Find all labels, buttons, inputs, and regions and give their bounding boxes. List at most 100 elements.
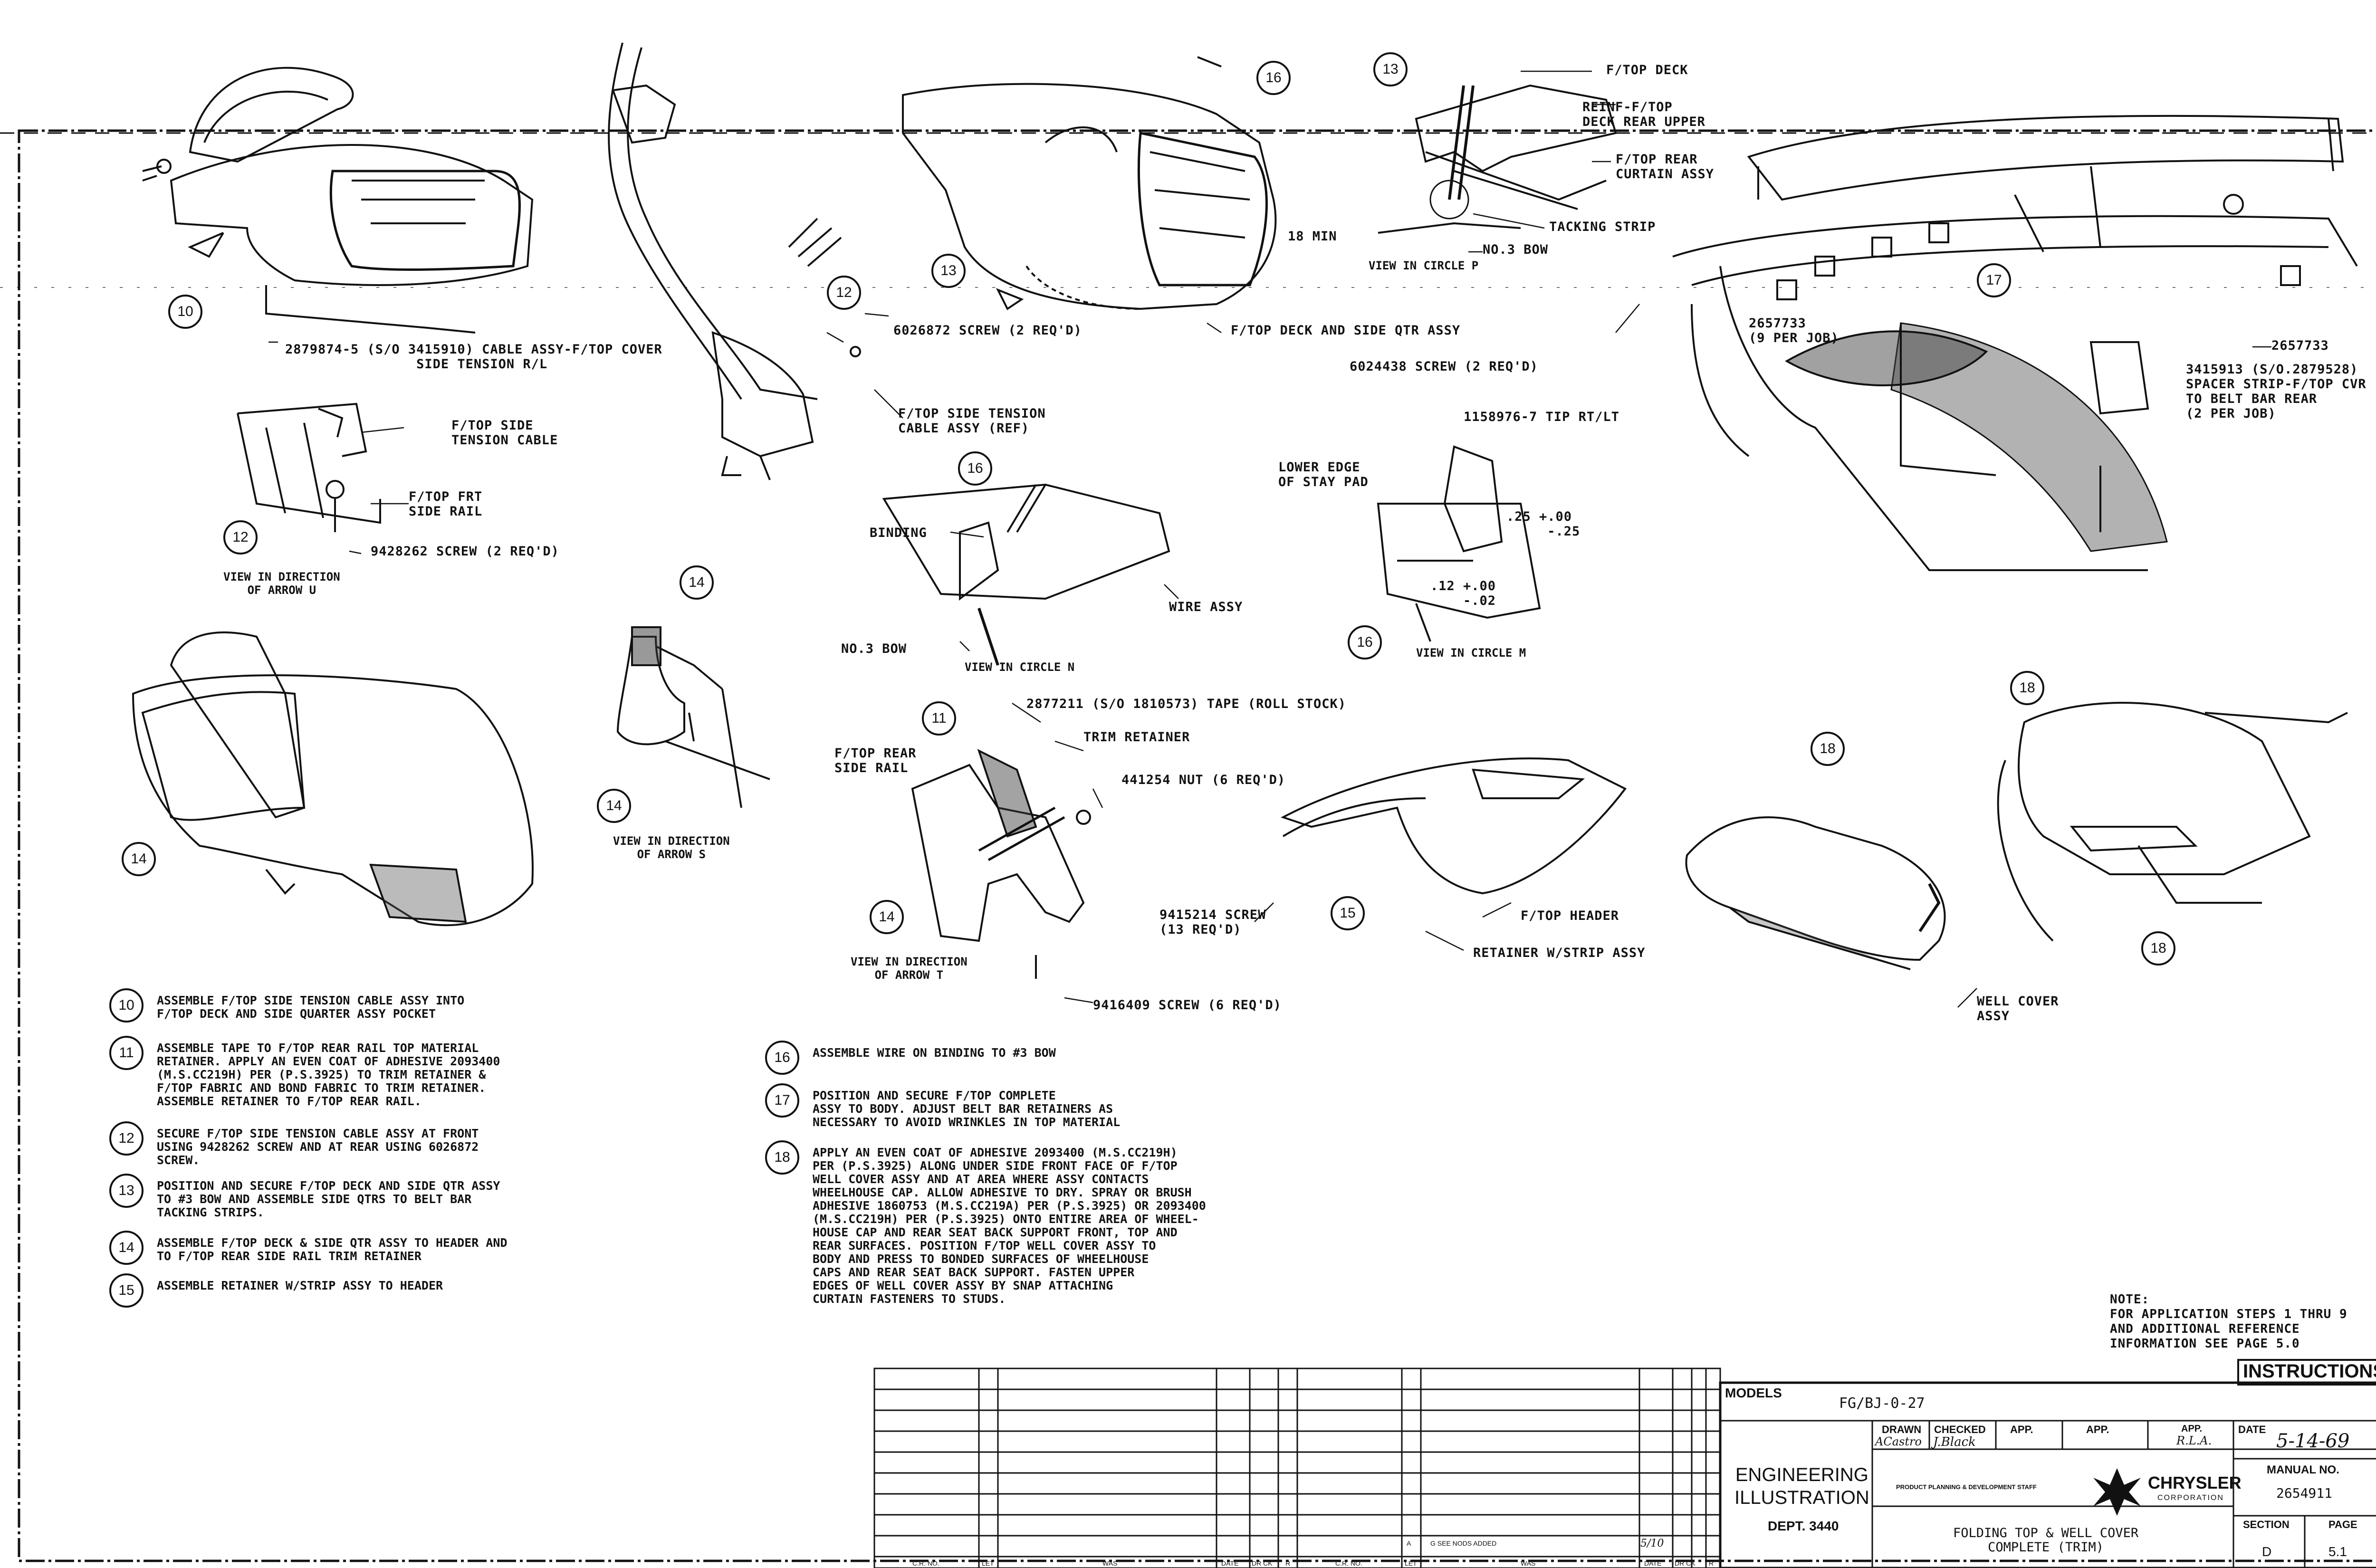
circle-m-stay-pad-drawing: [1377, 445, 1541, 642]
app-label-3: APP.: [2181, 1424, 2203, 1434]
circle-n-binding-drawing: [882, 483, 1170, 666]
callout-12: 12: [827, 276, 861, 310]
callout-15: 15: [1331, 896, 1365, 930]
col-drck: DR CK: [1252, 1559, 1273, 1567]
step-text: ASSEMBLE RETAINER W/STRIP ASSY TO HEADER: [157, 1279, 443, 1292]
callout-18: 18: [1811, 732, 1845, 766]
folding-top-overview-drawing: [142, 67, 534, 334]
step-number: 17: [765, 1083, 799, 1118]
callout-11: 11: [922, 701, 956, 736]
label-no3-bow-n: NO.3 BOW: [841, 641, 907, 656]
label-well-cover: WELL COVER ASSY: [1977, 994, 2059, 1023]
label-side-tension-cable-assy: F/TOP SIDE TENSION CABLE ASSY (REF): [898, 406, 1046, 436]
leader-lines: [268, 70, 2271, 1008]
app-value-3: R.L.A.: [2176, 1434, 2212, 1447]
callout-13: 13: [1373, 52, 1408, 86]
label-frt-side-rail: F/TOP FRT SIDE RAIL: [409, 489, 483, 519]
section-label: SECTION: [2243, 1519, 2290, 1530]
side-tension-cable-drawing: [608, 42, 861, 480]
caption-view-m: VIEW IN CIRCLE M: [1416, 646, 1526, 660]
label-screw-9415214: 9415214 SCREW (13 REQ'D): [1159, 908, 1266, 937]
label-cable-assy: 2879874-5 (S/O 3415910) CABLE ASSY-F/TOP…: [285, 342, 662, 372]
dept-label: DEPT. 3440: [1768, 1519, 1839, 1533]
label-strip-2657733-a: 2657733 (9 PER JOB): [1749, 316, 1839, 345]
col-r: R: [1285, 1559, 1291, 1567]
caption-view-n: VIEW IN CIRCLE N: [965, 660, 1075, 674]
label-lower-edge: LOWER EDGE OF STAY PAD: [1278, 460, 1369, 489]
step-number: 11: [109, 1036, 144, 1070]
callout-16: 16: [1256, 61, 1291, 95]
col-let-2: LET: [1405, 1559, 1417, 1567]
date-value: 5-14-69: [2276, 1430, 2350, 1452]
step-number: 16: [765, 1041, 799, 1075]
step-number: 12: [109, 1121, 144, 1156]
page-label: PAGE: [2328, 1519, 2357, 1530]
callout-14: 14: [680, 565, 714, 600]
label-binding: BINDING: [870, 526, 927, 540]
callout-14: 14: [870, 900, 904, 934]
caption-view-t: VIEW IN DIRECTION OF ARROW T: [851, 955, 968, 982]
header-retainer-drawing: [1280, 757, 1627, 895]
date-label: DATE: [2238, 1424, 2266, 1435]
label-tacking-strip: TACKING STRIP: [1549, 220, 1656, 234]
revision-text: G SEE NODS ADDED: [1430, 1539, 1497, 1547]
label-reinf: REINF-F/TOP DECK REAR UPPER: [1582, 100, 1705, 129]
callout-18: 18: [2141, 931, 2175, 966]
revision-letter: A: [1407, 1539, 1411, 1547]
step-text: ASSEMBLE F/TOP DECK & SIDE QTR ASSY TO H…: [157, 1236, 508, 1263]
caption-view-p: VIEW IN CIRCLE P: [1369, 259, 1479, 272]
col-let: LET: [982, 1559, 994, 1567]
label-screw-9428262: 9428262 SCREW (2 REQ'D): [371, 544, 559, 559]
col-was: WAS: [1102, 1559, 1118, 1567]
checked-label: CHECKED: [1934, 1424, 1986, 1435]
manual-label: MANUAL NO.: [2267, 1463, 2339, 1476]
step-text: ASSEMBLE TAPE TO F/TOP REAR RAIL TOP MAT…: [157, 1041, 500, 1108]
label-side-tension-cable: F/TOP SIDE TENSION CABLE: [451, 418, 558, 448]
step-text: APPLY AN EVEN COAT OF ADHESIVE 2093400 (…: [813, 1146, 1206, 1306]
col-cr-no-2: C.R. NO.: [1335, 1559, 1362, 1567]
step-number: 18: [765, 1140, 799, 1175]
instructions-heading: INSTRUCTIONS: [2243, 1361, 2376, 1382]
label-wire-assy: WIRE ASSY: [1169, 600, 1243, 614]
label-screw-9416409: 9416409 SCREW (6 REQ'D): [1093, 998, 1282, 1013]
view-s-rail-drawing: [616, 626, 770, 808]
step-text: POSITION AND SECURE F/TOP COMPLETE ASSY …: [813, 1089, 1121, 1129]
chrysler-corporation: CORPORATION: [2157, 1494, 2224, 1502]
label-f-top-deck: F/TOP DECK: [1606, 63, 1688, 77]
step-text: POSITION AND SECURE F/TOP DECK AND SIDE …: [157, 1179, 500, 1219]
label-nut-441254: 441254 NUT (6 REQ'D): [1121, 773, 1286, 787]
col-drck-2: DR CK: [1675, 1559, 1696, 1567]
models-value: FG/BJ-0-27: [1839, 1395, 1925, 1412]
step-text: ASSEMBLE F/TOP SIDE TENSION CABLE ASSY I…: [157, 994, 465, 1021]
view-u-bracket-drawing: [237, 402, 381, 532]
body-rear-belt-bar-drawing: [1672, 115, 2358, 571]
wheelhouse-well-cover-drawing: [1997, 702, 2348, 942]
col-date: DATE: [1221, 1559, 1239, 1567]
callout-18: 18: [2010, 671, 2044, 705]
checked-value: J.Black: [1933, 1435, 1976, 1449]
step-text: ASSEMBLE WIRE ON BINDING TO #3 BOW: [813, 1046, 1056, 1060]
drawing-title: FOLDING TOP & WELL COVER COMPLETE (TRIM): [1953, 1526, 2139, 1555]
step-number: 10: [109, 988, 144, 1023]
well-cover-assy-drawing: [1685, 816, 1946, 970]
label-deck-side-qtr: F/TOP DECK AND SIDE QTR ASSY: [1231, 323, 1461, 338]
callout-13: 13: [931, 254, 966, 288]
models-label: MODELS: [1725, 1386, 1782, 1400]
caption-view-u: VIEW IN DIRECTION OF ARROW U: [223, 570, 340, 597]
col-was-2: WAS: [1521, 1559, 1536, 1567]
label-rear-curtain: F/TOP REAR CURTAIN ASSY: [1616, 152, 1715, 182]
app-label-2: APP.: [2086, 1424, 2109, 1435]
note-block: NOTE: FOR APPLICATION STEPS 1 THRU 9 AND…: [2110, 1292, 2347, 1351]
page-value: 5.1: [2328, 1544, 2347, 1559]
caption-view-s: VIEW IN DIRECTION OF ARROW S: [613, 834, 730, 861]
col-cr-no: C.R. NO.: [912, 1559, 939, 1567]
view-t-rear-rail-drawing: [911, 749, 1091, 979]
manual-value: 2654911: [2276, 1485, 2333, 1501]
label-trim-retainer: TRIM RETAINER: [1083, 730, 1190, 745]
engineering-illustration: ENGINEERING ILLUSTRATION: [1734, 1464, 1869, 1508]
callout-14: 14: [122, 842, 156, 876]
callout-16: 16: [958, 451, 992, 486]
